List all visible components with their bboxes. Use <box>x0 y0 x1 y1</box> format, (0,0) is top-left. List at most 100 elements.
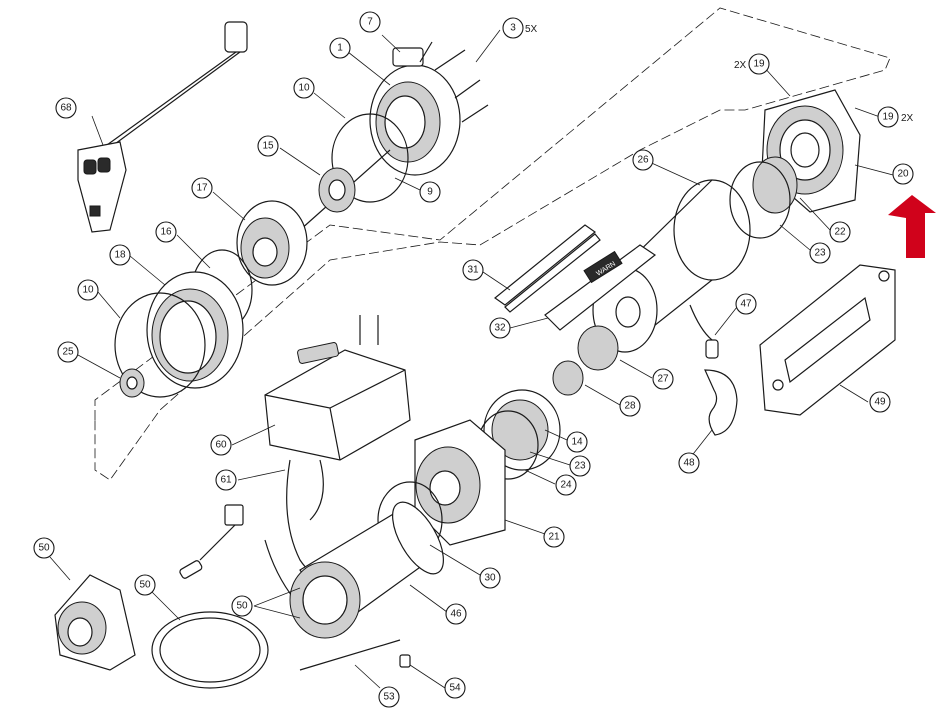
ring-23-top <box>729 161 791 239</box>
dashed-boundary <box>94 7 891 481</box>
callout-30: 30 <box>479 567 501 589</box>
svg-text:31: 31 <box>467 265 479 276</box>
callout-31: 31 <box>462 259 484 281</box>
callout-24: 24 <box>555 474 577 496</box>
carrier-17 <box>236 200 308 286</box>
svg-text:50: 50 <box>236 601 248 612</box>
svg-text:28: 28 <box>624 401 636 412</box>
callout-1: 1 <box>329 37 351 59</box>
callout-50-motor: 50 <box>231 595 253 617</box>
svg-text:47: 47 <box>740 299 752 310</box>
callout-17: 17 <box>191 177 213 199</box>
svg-text:10: 10 <box>298 83 310 94</box>
callout-10-bottom: 10 <box>77 279 99 301</box>
svg-text:17: 17 <box>196 183 208 194</box>
red-indicator-arrow <box>888 195 936 258</box>
callout-50-socket: 50 <box>33 537 55 559</box>
callout-14: 14 <box>566 431 588 453</box>
tie-bars <box>494 224 657 331</box>
callout-16: 16 <box>155 221 177 243</box>
callout-60: 60 <box>210 434 232 456</box>
gear-housing-1 <box>369 41 489 176</box>
svg-text:9: 9 <box>427 187 433 198</box>
svg-text:15: 15 <box>262 141 274 152</box>
svg-text:16: 16 <box>160 227 172 238</box>
svg-text:50: 50 <box>139 580 151 591</box>
callout-19-right: 19 <box>877 106 899 128</box>
callout-47: 47 <box>735 293 757 315</box>
callout-21: 21 <box>543 526 565 548</box>
callout-68: 68 <box>55 97 77 119</box>
svg-text:68: 68 <box>60 103 72 114</box>
callout-23-top: 23 <box>809 242 831 264</box>
svg-text:20: 20 <box>897 169 909 180</box>
ring-gear-18 <box>146 271 244 389</box>
svg-text:30: 30 <box>484 573 496 584</box>
callout-18: 18 <box>109 244 131 266</box>
svg-text:49: 49 <box>874 397 886 408</box>
coupler-28 <box>552 360 584 396</box>
terminal-54 <box>399 654 411 668</box>
motor-46 <box>289 501 444 639</box>
callout-54: 54 <box>444 677 466 699</box>
leader-lines <box>49 29 894 689</box>
sun-gear-25 <box>119 368 145 398</box>
svg-text:23: 23 <box>574 461 586 472</box>
gasket-10-bottom <box>114 292 206 398</box>
callout-53: 53 <box>378 686 400 708</box>
callout-46: 46 <box>445 603 467 625</box>
svg-text:10: 10 <box>82 285 94 296</box>
seal-22 <box>752 156 798 214</box>
control-pack-60 <box>264 315 411 461</box>
wire-harness-61 <box>179 459 341 601</box>
svg-text:21: 21 <box>548 532 560 543</box>
planetary-gear-15 <box>299 149 391 231</box>
svg-text:18: 18 <box>114 250 126 261</box>
callout-61: 61 <box>215 469 237 491</box>
callout-3: 3 <box>502 17 524 39</box>
svg-text:48: 48 <box>683 458 695 469</box>
svg-text:19: 19 <box>753 59 765 70</box>
svg-text:32: 32 <box>494 323 506 334</box>
callout-23-bottom: 23 <box>569 455 591 477</box>
qty-3: 5X <box>525 24 538 35</box>
callout-26: 26 <box>632 149 654 171</box>
callout-10-top: 10 <box>293 77 315 99</box>
bearing-27 <box>577 325 619 371</box>
svg-text:3: 3 <box>510 23 516 34</box>
svg-text:22: 22 <box>834 227 846 238</box>
qty-19-top: 2X <box>734 60 747 71</box>
callout-28: 28 <box>619 395 641 417</box>
hook-assembly <box>689 304 738 436</box>
callout-7: 7 <box>359 11 381 33</box>
hawse-fairlead-49 <box>759 264 896 416</box>
svg-text:7: 7 <box>367 17 373 28</box>
callout-15: 15 <box>257 135 279 157</box>
callout-27: 27 <box>652 368 674 390</box>
svg-text:19: 19 <box>882 112 894 123</box>
callout-48: 48 <box>678 452 700 474</box>
svg-text:1: 1 <box>337 43 343 54</box>
svg-text:53: 53 <box>383 692 395 703</box>
svg-text:27: 27 <box>657 374 669 385</box>
callout-32: 32 <box>489 317 511 339</box>
remote-socket-50 <box>54 574 136 671</box>
callout-50-hose: 50 <box>134 574 156 596</box>
hose-50 <box>151 611 269 689</box>
callout-20: 20 <box>892 163 914 185</box>
svg-text:50: 50 <box>38 543 50 554</box>
svg-text:60: 60 <box>215 440 227 451</box>
callout-22: 22 <box>829 221 851 243</box>
svg-text:24: 24 <box>560 480 572 491</box>
svg-text:46: 46 <box>450 609 462 620</box>
callout-19-top: 19 <box>748 53 770 75</box>
callout-9: 9 <box>419 181 441 203</box>
motor-end-housing-21 <box>414 419 506 546</box>
svg-text:14: 14 <box>571 437 583 448</box>
svg-text:23: 23 <box>814 248 826 259</box>
svg-text:54: 54 <box>449 683 461 694</box>
svg-text:26: 26 <box>637 155 649 166</box>
callout-49: 49 <box>869 391 891 413</box>
callout-25: 25 <box>57 341 79 363</box>
